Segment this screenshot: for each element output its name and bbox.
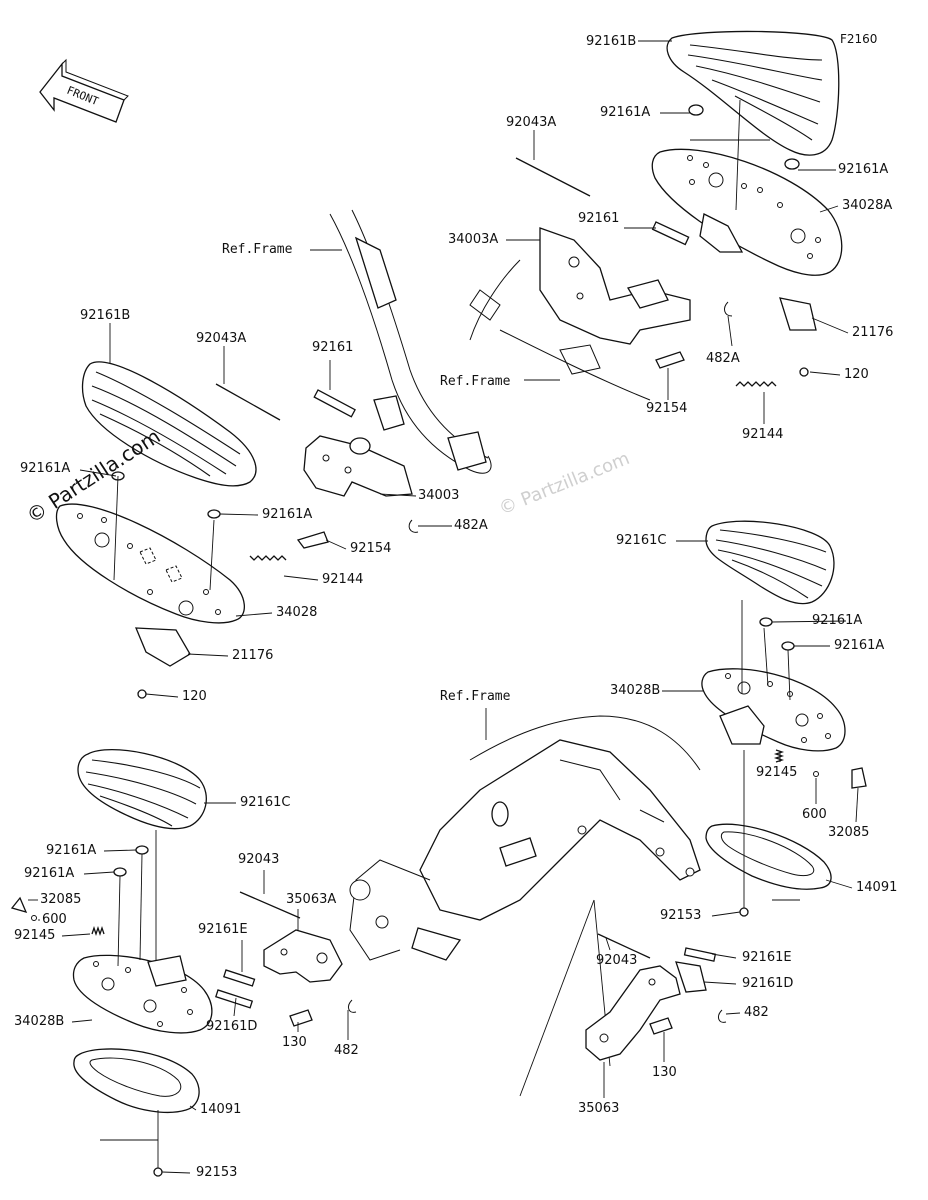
part-label[interactable]: 92043A (196, 331, 247, 346)
part-label[interactable]: 32085 (40, 892, 82, 907)
bc-bracket (215, 929, 343, 1009)
front-arrow-icon: FRONT (39, 58, 129, 123)
part-label[interactable]: 92161A (46, 843, 97, 858)
part-label[interactable]: 35063 (578, 1101, 620, 1116)
ref-frame-label: Ref.Frame (440, 374, 511, 389)
part-label[interactable]: 92043 (238, 852, 280, 867)
mr-floorboard-plate (701, 668, 846, 752)
part-label[interactable]: 92161A (24, 866, 75, 881)
part-label[interactable]: 34028A (842, 198, 893, 213)
part-label[interactable]: 130 (652, 1065, 677, 1080)
part-label[interactable]: 92154 (350, 541, 392, 556)
part-label[interactable]: 34028 (276, 605, 318, 620)
part-label[interactable]: 92161D (742, 976, 794, 991)
part-label[interactable]: 34003A (448, 232, 499, 247)
part-label[interactable]: 92043A (506, 115, 557, 130)
part-label[interactable]: 21176 (232, 648, 274, 663)
mr-clip (851, 767, 867, 789)
part-label[interactable]: 34028B (14, 1014, 65, 1029)
diagram-code: F2160 (840, 32, 878, 46)
part-label[interactable]: 92161C (616, 533, 667, 548)
mr-floorboard-pad (705, 520, 835, 605)
part-label[interactable]: 92145 (756, 765, 798, 780)
part-label[interactable]: 92161A (838, 162, 889, 177)
part-label[interactable]: 21176 (852, 325, 894, 340)
part-label[interactable]: 92161A (834, 638, 885, 653)
part-label[interactable]: 34003 (418, 488, 460, 503)
part-label[interactable]: 600 (42, 912, 67, 927)
part-label[interactable]: 92161D (206, 1019, 258, 1034)
tr-footboard-bracket (539, 213, 744, 345)
tl-footboard-bracket (303, 389, 413, 497)
part-label[interactable]: 92161A (812, 613, 863, 628)
bl-floorboard-pad (77, 748, 207, 830)
part-label[interactable]: 92161A (600, 105, 651, 120)
tr-frame-ref (469, 259, 651, 401)
part-label[interactable]: 14091 (200, 1102, 242, 1117)
ref-frame-label: Ref.Frame (440, 689, 511, 704)
part-label[interactable]: 92043 (596, 953, 638, 968)
part-label[interactable]: 92161E (198, 922, 248, 937)
part-label[interactable]: 92161E (742, 950, 792, 965)
part-label[interactable]: 482 (334, 1043, 359, 1058)
part-label[interactable]: 35063A (286, 892, 337, 907)
part-label[interactable]: 92154 (646, 401, 688, 416)
tr-spring (735, 381, 777, 387)
tr-floorboard-plate (651, 148, 843, 276)
tl-stopper (135, 627, 191, 667)
bl-floorboard-plate (72, 954, 213, 1034)
part-label[interactable]: 92144 (742, 427, 784, 442)
part-label[interactable]: 32085 (828, 825, 870, 840)
part-label[interactable]: 92161A (262, 507, 313, 522)
mr-heel-plate (705, 823, 832, 890)
br-bracket (585, 947, 717, 1061)
tr-floorboard-pad (666, 30, 840, 156)
part-label[interactable]: 482A (454, 518, 488, 533)
part-label[interactable]: 92153 (660, 908, 702, 923)
ref-frame-label: Ref.Frame (222, 242, 293, 257)
part-label[interactable]: 482 (744, 1005, 769, 1020)
part-label[interactable]: 120 (844, 367, 869, 382)
tr-bushings (688, 104, 800, 170)
center-frame-ref (349, 715, 701, 961)
tl-floorboard-pad (81, 361, 257, 487)
bl-heel-plate (73, 1048, 200, 1113)
part-label[interactable]: 92161 (312, 340, 354, 355)
tr-stopper (779, 297, 817, 331)
part-label[interactable]: 92161C (240, 795, 291, 810)
part-label[interactable]: 92153 (196, 1165, 238, 1180)
part-label[interactable]: 600 (802, 807, 827, 822)
part-label[interactable]: 92161 (578, 211, 620, 226)
tl-frame-ref (329, 209, 492, 474)
tl-spring (249, 555, 287, 561)
part-label[interactable]: 34028B (610, 683, 661, 698)
part-label[interactable]: 14091 (856, 880, 898, 895)
part-label[interactable]: 92161A (20, 461, 71, 476)
part-label[interactable]: 92145 (14, 928, 56, 943)
part-label[interactable]: 92161B (80, 308, 131, 323)
part-label[interactable]: 92144 (322, 572, 364, 587)
part-label[interactable]: 482A (706, 351, 740, 366)
part-label[interactable]: 130 (282, 1035, 307, 1050)
part-label[interactable]: 120 (182, 689, 207, 704)
tl-floorboard-plate (55, 503, 245, 624)
part-label[interactable]: 92161B (586, 34, 637, 49)
